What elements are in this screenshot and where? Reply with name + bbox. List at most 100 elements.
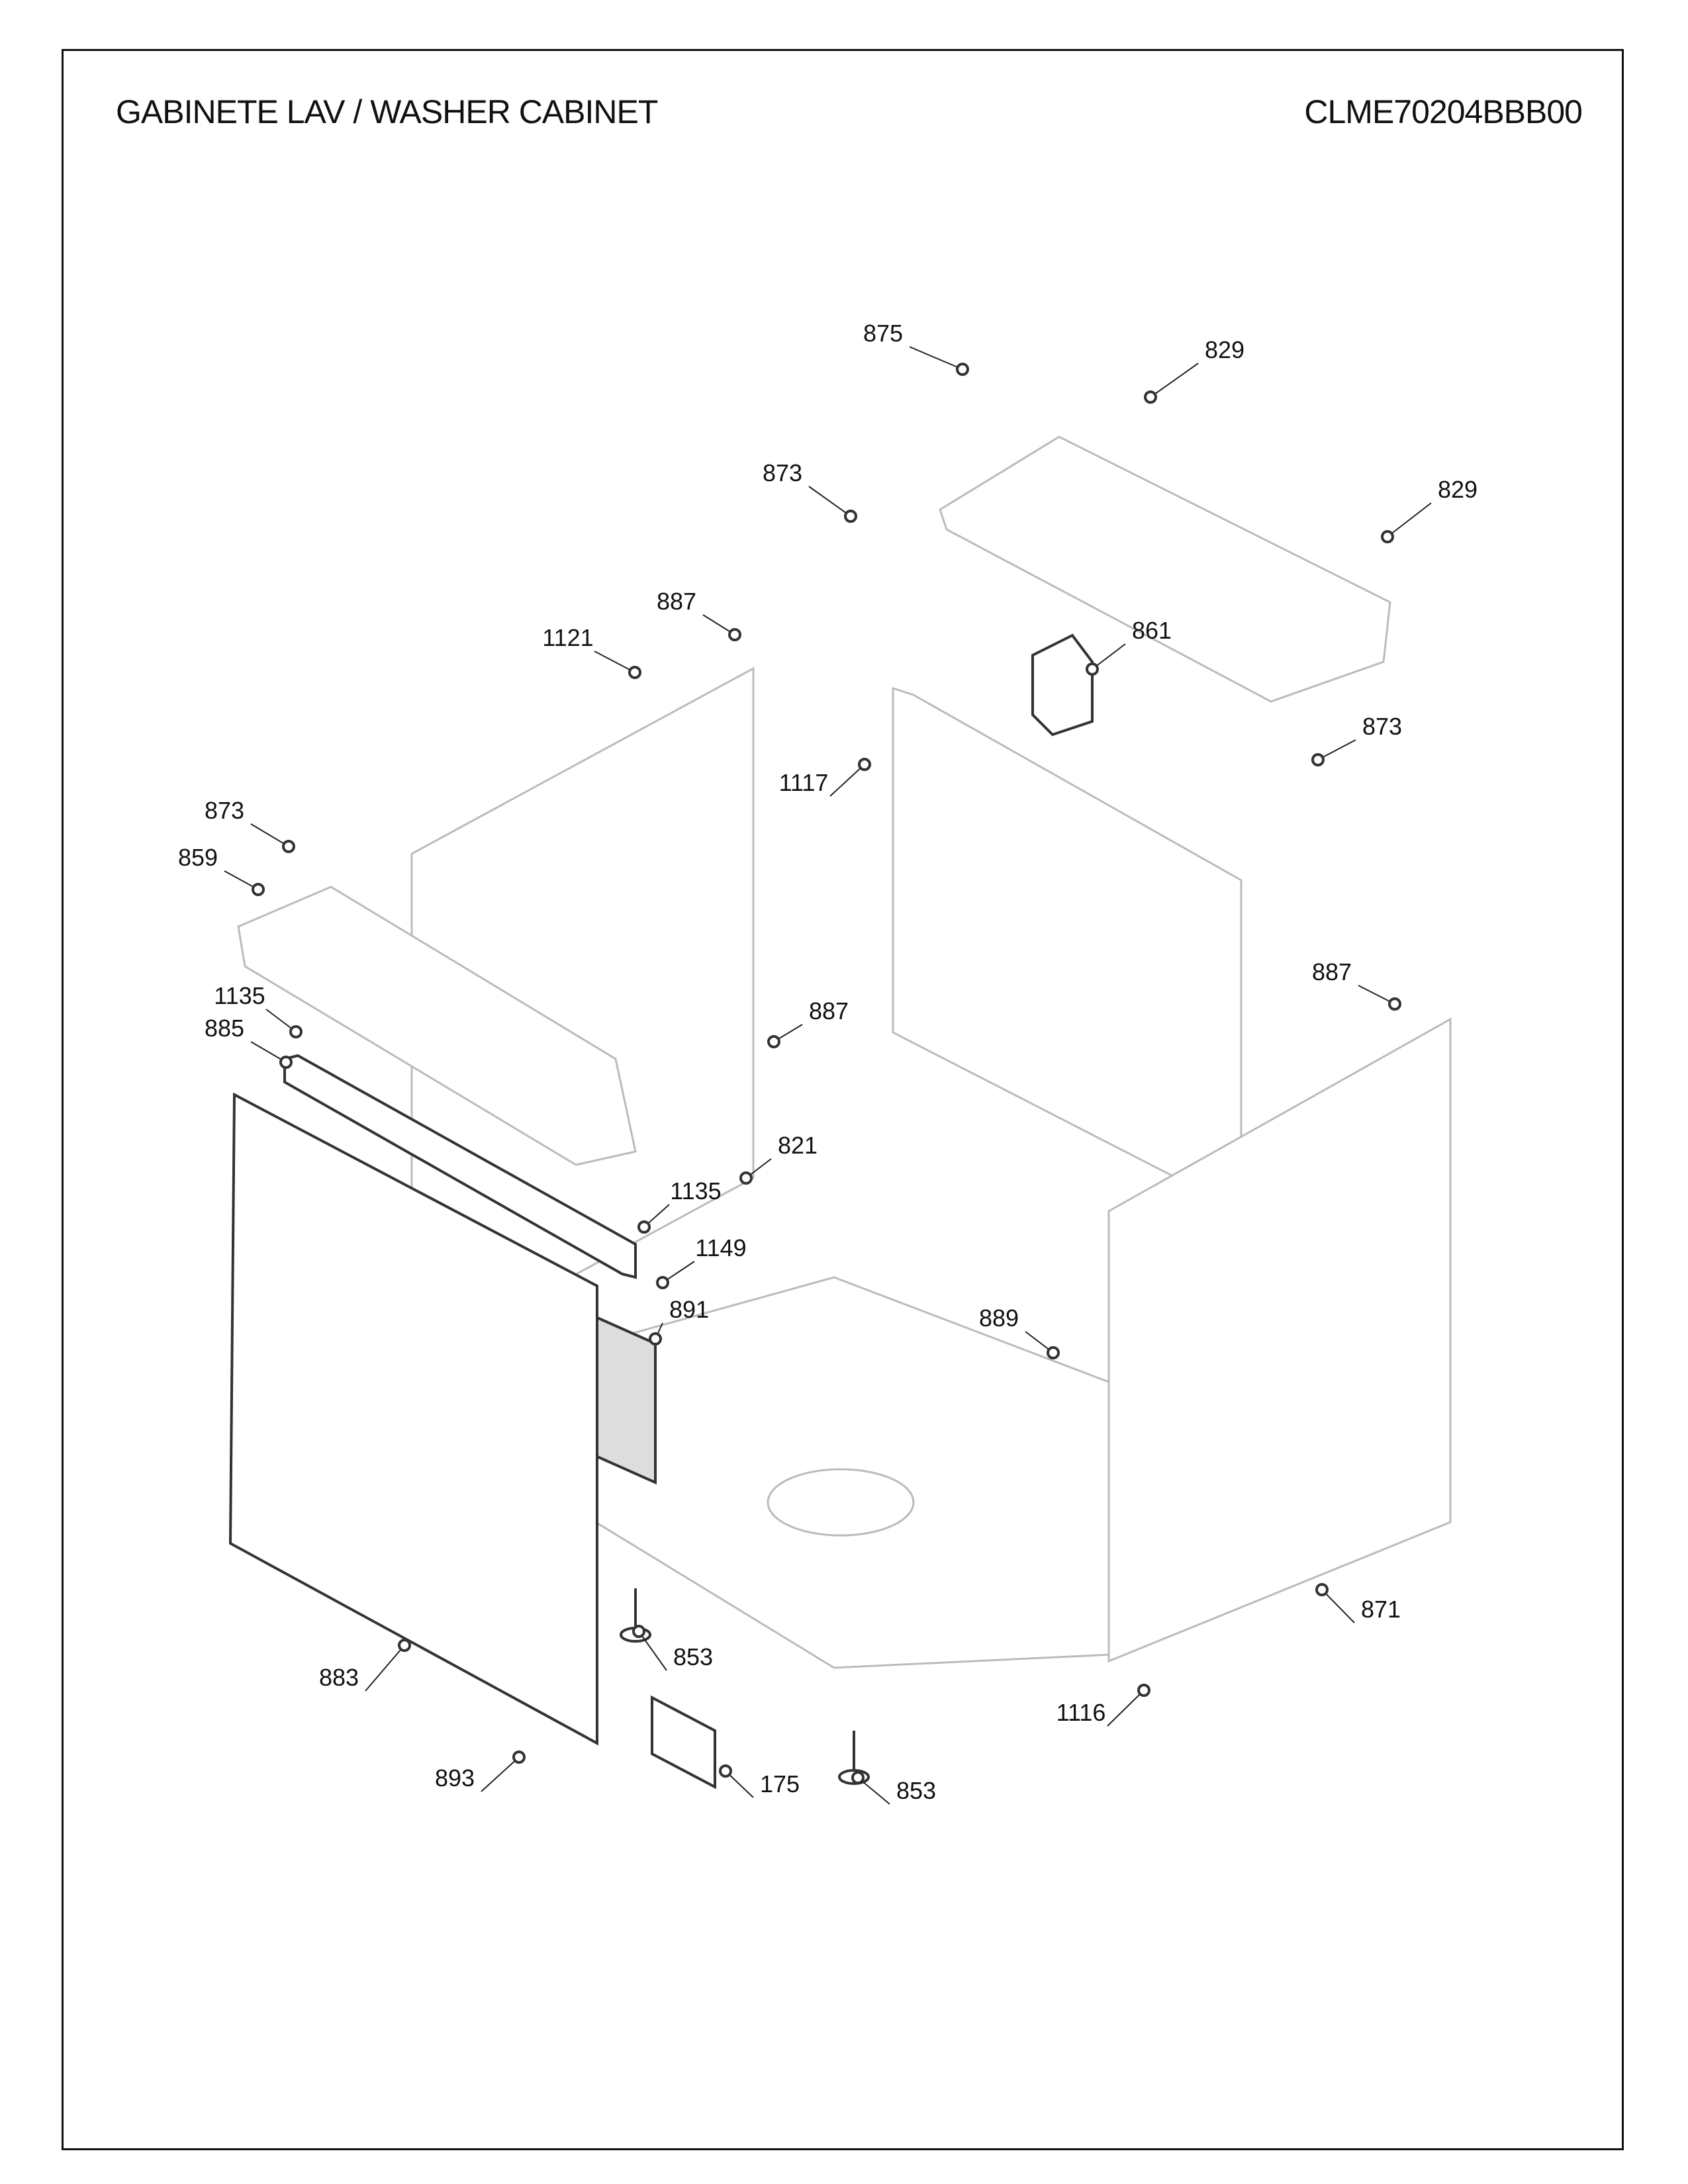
callout-871: 871 bbox=[1315, 1583, 1401, 1623]
callout-887: 887 bbox=[1312, 958, 1401, 1011]
callout-label: 853 bbox=[673, 1643, 713, 1670]
part-883-front-panel bbox=[228, 1092, 598, 1746]
part-887-marker bbox=[728, 628, 741, 641]
part-891-plate bbox=[594, 1314, 657, 1485]
leader-line bbox=[250, 823, 289, 847]
callout-label: 885 bbox=[205, 1015, 244, 1042]
callout-label: 859 bbox=[178, 844, 218, 871]
callout-887: 887 bbox=[767, 997, 849, 1048]
part-883-marker bbox=[398, 1639, 411, 1652]
part-873-marker bbox=[1311, 753, 1325, 766]
leader-line bbox=[594, 651, 635, 673]
part-887-marker bbox=[767, 1035, 780, 1048]
callout-1135: 1135 bbox=[214, 982, 303, 1038]
part-873-marker bbox=[844, 510, 857, 523]
part-829-marker bbox=[1144, 390, 1157, 404]
leader-line bbox=[365, 1645, 405, 1692]
right-side-panel bbox=[1107, 1017, 1452, 1663]
leader-line bbox=[481, 1756, 520, 1792]
part-1121-marker bbox=[628, 666, 641, 679]
page-border bbox=[62, 49, 1624, 2150]
callout-893: 893 bbox=[435, 1751, 526, 1792]
leader-line bbox=[1358, 985, 1395, 1005]
callout-175: 175 bbox=[719, 1764, 800, 1798]
leader-line bbox=[638, 1631, 667, 1671]
callout-label: 1121 bbox=[542, 624, 593, 651]
callout-883: 883 bbox=[319, 1639, 411, 1692]
callout-label: 1116 bbox=[1056, 1699, 1106, 1726]
part-875-marker bbox=[956, 363, 969, 376]
base-center bbox=[767, 1468, 915, 1537]
leader-line bbox=[857, 1777, 890, 1805]
callout-1116: 1116 bbox=[1056, 1684, 1150, 1727]
callout-1149: 1149 bbox=[656, 1234, 747, 1289]
callout-label: 1135 bbox=[670, 1177, 721, 1205]
callout-label: 175 bbox=[760, 1770, 800, 1797]
callout-label: 829 bbox=[1205, 336, 1244, 363]
callout-853: 853 bbox=[632, 1625, 713, 1671]
part-861-marker bbox=[1086, 662, 1099, 676]
part-1116-marker bbox=[1137, 1684, 1150, 1697]
callout-887: 887 bbox=[657, 588, 741, 641]
back-panel bbox=[892, 686, 1243, 1213]
callout-889: 889 bbox=[979, 1304, 1060, 1359]
part-891-marker bbox=[649, 1332, 662, 1345]
part-175-plate bbox=[651, 1695, 716, 1790]
callout-label: 883 bbox=[319, 1664, 359, 1691]
callout-829: 829 bbox=[1381, 476, 1477, 543]
part-1135-marker bbox=[637, 1220, 651, 1234]
leader-line bbox=[909, 346, 963, 370]
callout-label: 873 bbox=[1362, 713, 1402, 740]
leader-line bbox=[1321, 1589, 1355, 1623]
front-top-panel bbox=[237, 886, 637, 1166]
leader-line bbox=[1107, 1690, 1145, 1727]
rear-top-panel bbox=[939, 435, 1391, 703]
callout-label: 871 bbox=[1361, 1596, 1401, 1623]
part-853-marker bbox=[851, 1771, 865, 1784]
callout-873: 873 bbox=[763, 459, 857, 523]
callout-821: 821 bbox=[739, 1132, 818, 1185]
part-1135-marker bbox=[289, 1025, 303, 1038]
callout-label: 891 bbox=[669, 1296, 709, 1323]
part-175-marker bbox=[719, 1764, 732, 1778]
callout-label: 873 bbox=[763, 459, 802, 486]
callout-label: 887 bbox=[657, 588, 696, 615]
part-871-marker bbox=[1315, 1583, 1329, 1596]
model-number: CLME70204BBB00 bbox=[1304, 93, 1583, 130]
callout-label: 887 bbox=[809, 997, 849, 1024]
callout-label: 893 bbox=[435, 1764, 475, 1792]
leader-line bbox=[250, 1041, 287, 1063]
callout-885: 885 bbox=[205, 1015, 293, 1069]
callout-875: 875 bbox=[863, 320, 969, 376]
callout-859: 859 bbox=[178, 844, 265, 896]
callout-label: 873 bbox=[205, 797, 244, 824]
part-889-marker bbox=[1047, 1346, 1060, 1359]
callout-1121: 1121 bbox=[542, 624, 641, 679]
part-859-marker bbox=[252, 883, 265, 896]
callout-829: 829 bbox=[1144, 336, 1244, 404]
diagram-title: GABINETE LAV / WASHER CABINET bbox=[116, 93, 658, 130]
part-893-marker bbox=[512, 1751, 526, 1764]
callout-label: 887 bbox=[1312, 958, 1352, 985]
part-887-marker bbox=[1388, 997, 1401, 1011]
part-853-marker bbox=[632, 1625, 645, 1638]
callout-1135: 1135 bbox=[637, 1177, 722, 1234]
leader-line bbox=[829, 764, 865, 797]
part-1149-marker bbox=[656, 1276, 669, 1289]
callout-label: 889 bbox=[979, 1304, 1019, 1332]
part-873-marker bbox=[282, 840, 295, 853]
callout-label: 875 bbox=[863, 320, 903, 347]
callout-label: 1135 bbox=[214, 982, 265, 1009]
part-1117-marker bbox=[858, 758, 871, 771]
leader-line bbox=[1092, 643, 1126, 670]
callout-853: 853 bbox=[851, 1771, 936, 1805]
part-829-marker bbox=[1381, 530, 1394, 543]
part-861-box bbox=[1031, 633, 1094, 737]
part-885-marker bbox=[279, 1056, 293, 1069]
callout-label: 853 bbox=[896, 1777, 936, 1804]
callout-label: 829 bbox=[1438, 476, 1477, 503]
leader-line bbox=[808, 486, 851, 517]
callout-label: 1149 bbox=[695, 1234, 746, 1261]
leader-line bbox=[1387, 502, 1432, 537]
